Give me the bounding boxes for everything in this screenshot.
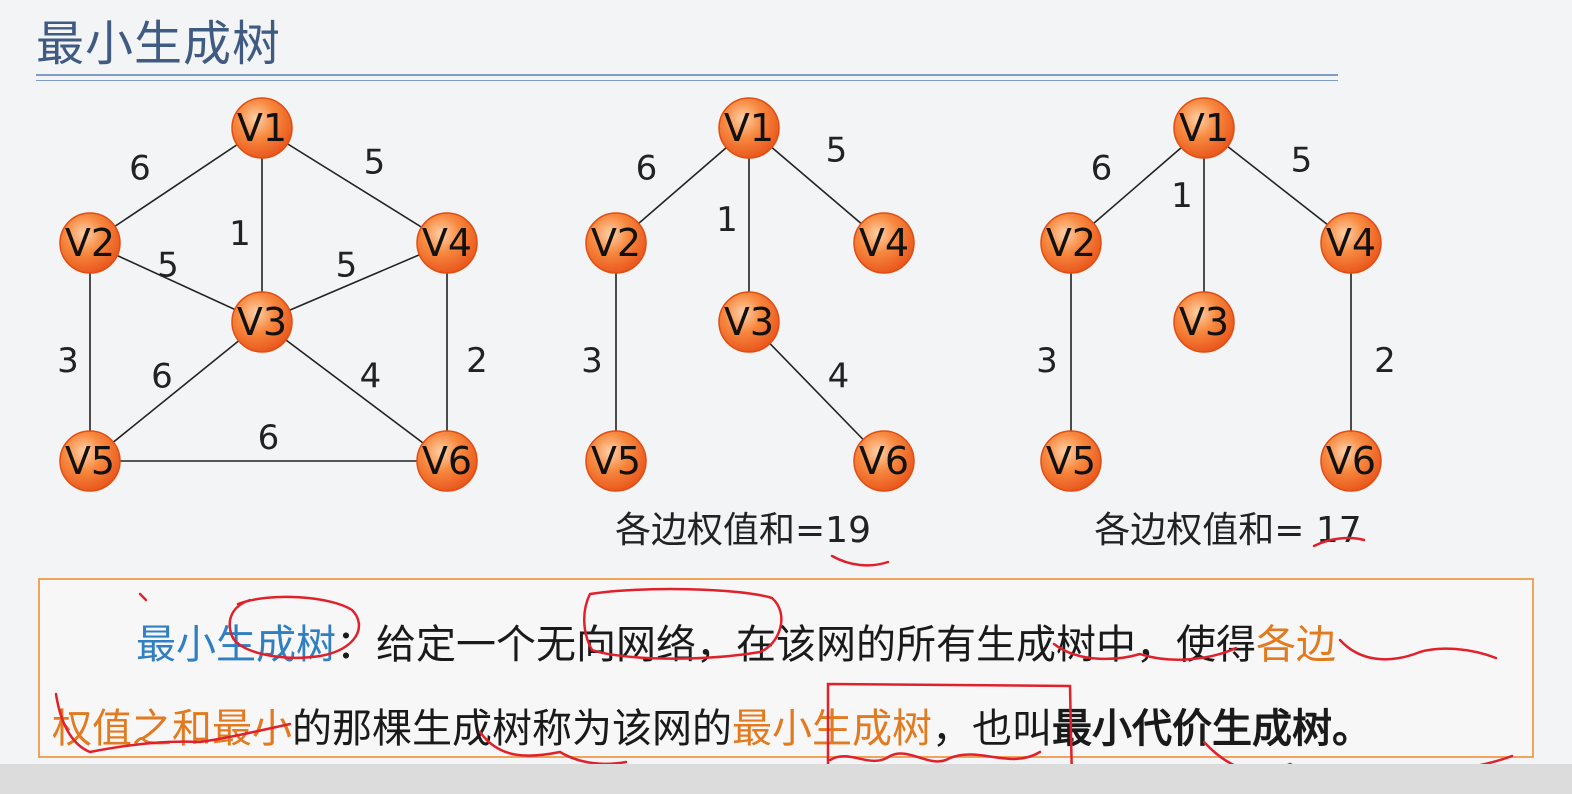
edge-weight-label: 6 <box>1091 149 1113 189</box>
edge-v3-v4 <box>261 242 448 323</box>
definition-emphasis-2: 最小生成树 <box>732 706 932 752</box>
node-label: V6 <box>422 439 472 483</box>
edge-weight-label: 2 <box>1374 341 1396 381</box>
node-label: V4 <box>1326 221 1376 265</box>
node-v3 <box>1173 291 1235 353</box>
edge-weight-label: 5 <box>826 131 848 171</box>
node-label: V1 <box>724 106 774 150</box>
edge-weight-label: 1 <box>229 214 251 254</box>
node-v6 <box>1320 430 1382 492</box>
node-v1 <box>1173 97 1235 159</box>
node-label: V5 <box>591 439 641 483</box>
title-rule-thin <box>36 80 1338 81</box>
title-rule <box>36 74 1338 76</box>
edge-weight-label: 1 <box>716 200 738 240</box>
node-label: V4 <box>422 221 472 265</box>
node-v2 <box>1040 212 1102 274</box>
definition-text-1: ：给定一个无向网络，在该网的所有生成树中，使得 <box>336 622 1256 668</box>
edge-weight-label: 5 <box>1291 141 1313 181</box>
edge-v3-v5 <box>89 321 263 462</box>
node-v2 <box>585 212 647 274</box>
edge-v1-v4 <box>1203 127 1352 244</box>
node-label: V5 <box>1046 439 1096 483</box>
edge-weight-label: 2 <box>466 341 488 381</box>
node-label: V1 <box>1179 106 1229 150</box>
node-v3 <box>231 291 293 353</box>
node-label: V3 <box>237 300 287 344</box>
definition-emphasis-1a: 各边 <box>1256 622 1336 668</box>
edge-v1-v2 <box>89 127 263 244</box>
node-label: V2 <box>65 221 115 265</box>
edge-weight-label: 4 <box>828 357 850 397</box>
definition-bold-term: 最小代价生成树。 <box>1052 706 1372 752</box>
edge-weight-label: 5 <box>157 246 179 286</box>
node-label: V1 <box>237 106 287 150</box>
edge-weight-label: 5 <box>364 143 386 183</box>
node-v6 <box>853 430 915 492</box>
edge-weight-label: 6 <box>129 149 151 189</box>
edge-v3-v6 <box>748 321 885 462</box>
node-v5 <box>59 430 121 492</box>
edge-weight-label: 4 <box>360 357 382 397</box>
definition-line-1: 最小生成树：给定一个无向网络，在该网的所有生成树中，使得各边 <box>136 612 1336 670</box>
node-label: V5 <box>65 439 115 483</box>
edge-v1-v4 <box>261 127 448 244</box>
definition-text-2: 的那棵生成树称为该网的 <box>292 706 732 752</box>
definition-box: 最小生成树：给定一个无向网络，在该网的所有生成树中，使得各边 权值之和最小的那棵… <box>38 578 1534 758</box>
definition-emphasis-1b: 权值之和最小 <box>52 706 292 752</box>
node-v6 <box>416 430 478 492</box>
node-v3 <box>718 291 780 353</box>
node-label: V6 <box>1326 439 1376 483</box>
edge-v3-v6 <box>261 321 448 462</box>
node-v1 <box>231 97 293 159</box>
node-v1 <box>718 97 780 159</box>
edge-weight-label: 3 <box>57 341 79 381</box>
edge-weight-label: 6 <box>151 357 173 397</box>
node-label: V3 <box>1179 300 1229 344</box>
node-v2 <box>59 212 121 274</box>
edge-weight-label: 6 <box>258 418 280 458</box>
definition-term: 最小生成树 <box>136 622 336 668</box>
definition-text-3: ，也叫 <box>932 706 1052 752</box>
edge-weight-label: 6 <box>636 149 658 189</box>
node-v4 <box>416 212 478 274</box>
bottom-band <box>0 764 1572 794</box>
node-v4 <box>853 212 915 274</box>
node-label: V3 <box>724 300 774 344</box>
node-v5 <box>1040 430 1102 492</box>
node-label: V2 <box>1046 221 1096 265</box>
node-label: V4 <box>859 221 909 265</box>
node-label: V2 <box>591 221 641 265</box>
page-title: 最小生成树 <box>36 16 282 72</box>
edge-v2-v3 <box>89 242 263 323</box>
edge-weight-label: 3 <box>581 341 603 381</box>
node-v4 <box>1320 212 1382 274</box>
node-label: V6 <box>859 439 909 483</box>
edge-weight-label: 1 <box>1171 176 1193 216</box>
weight-sum-label: 各边权值和=19 <box>615 510 871 551</box>
edge-weight-label: 5 <box>336 246 358 286</box>
node-v5 <box>585 430 647 492</box>
edge-weight-label: 3 <box>1036 341 1058 381</box>
definition-line-2: 权值之和最小的那棵生成树称为该网的最小生成树，也叫最小代价生成树。 <box>52 696 1372 754</box>
weight-sum-label: 各边权值和= 17 <box>1094 510 1361 551</box>
